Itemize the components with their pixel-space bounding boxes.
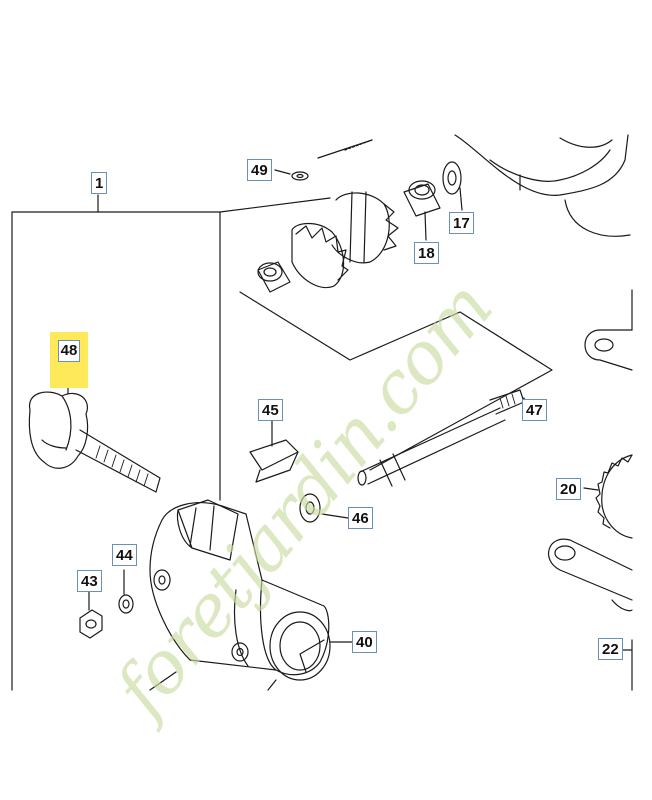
callout-40: 40 xyxy=(352,631,377,653)
callout-43: 43 xyxy=(77,570,102,592)
screw-part-49 xyxy=(274,139,373,181)
washer-part-17 xyxy=(442,161,463,211)
callout-44: 44 xyxy=(112,544,137,566)
small-bearing-part xyxy=(257,261,291,293)
shaft-part-47 xyxy=(357,389,527,487)
callout-47: 47 xyxy=(522,399,547,421)
link-plate-lower xyxy=(548,538,633,612)
bearing-part-18 xyxy=(403,180,441,241)
washer-part-44 xyxy=(118,569,134,614)
gear-housing-part xyxy=(454,134,631,237)
assembly-bracket-lines xyxy=(11,194,553,691)
callout-18: 18 xyxy=(414,242,439,264)
callout-49: 49 xyxy=(247,159,272,181)
callout-45: 45 xyxy=(258,399,283,421)
callout-1: 1 xyxy=(91,172,108,194)
bevel-gear-part xyxy=(291,191,399,289)
gear-case-part-40 xyxy=(149,499,353,691)
callout-17: 17 xyxy=(449,212,474,234)
callout-48: 48 xyxy=(57,340,81,362)
gear-part-20 xyxy=(583,454,633,539)
callout-22: 22 xyxy=(598,638,623,660)
knob-bolt-part-48 xyxy=(28,371,161,493)
clip-part-45 xyxy=(249,419,299,483)
callout-48-highlighted: 48 xyxy=(50,332,88,388)
link-plate-upper xyxy=(584,289,633,371)
callout-46: 46 xyxy=(348,507,373,529)
callout-20: 20 xyxy=(556,478,581,500)
washer-part-46 xyxy=(299,493,349,523)
nut-part-43 xyxy=(79,591,103,639)
